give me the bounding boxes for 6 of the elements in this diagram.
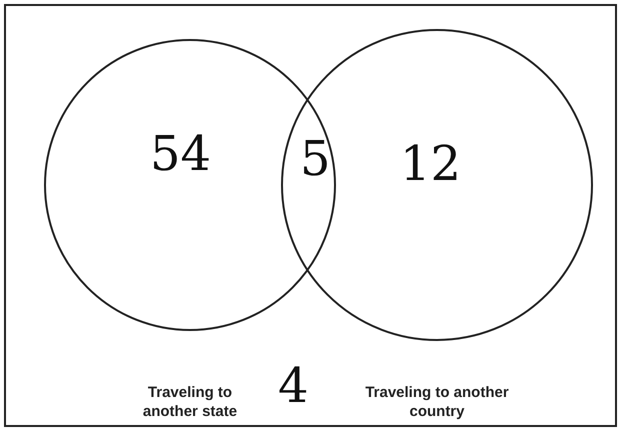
region-count: 12	[400, 140, 462, 188]
region-count: 54	[150, 130, 212, 178]
set-label: Traveling to another country	[364, 383, 510, 421]
region-count: 4	[278, 362, 309, 410]
region-count: 5	[300, 135, 331, 183]
set-label: Traveling to another state	[142, 383, 238, 421]
